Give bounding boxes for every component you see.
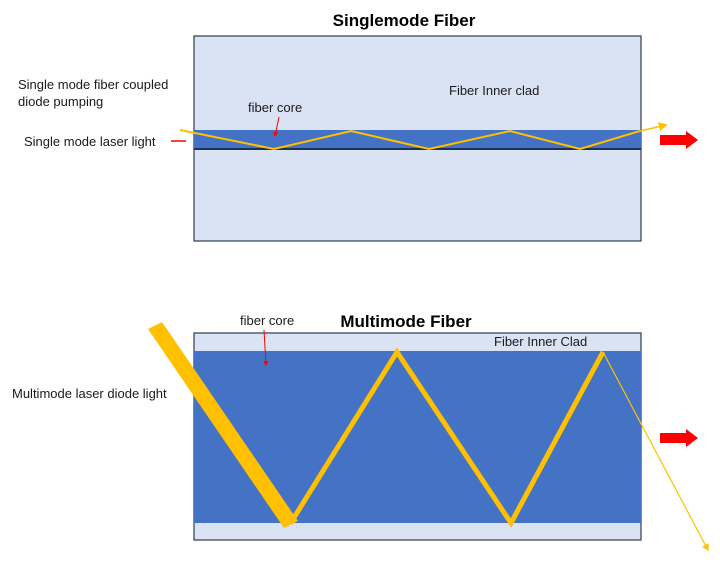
singlemode-output-arrow (660, 131, 698, 149)
multimode-fiber: Multimode Fiber fiber core Fiber Inner C… (12, 312, 709, 552)
multimode-core-pointer (263, 329, 269, 366)
singlemode-light-exit (639, 122, 668, 132)
multimode-core (194, 351, 641, 523)
multimode-clad-label: Fiber Inner Clad (494, 334, 587, 349)
singlemode-light-path (179, 129, 641, 151)
singlemode-core-pointer (273, 116, 280, 137)
singlemode-clad-label: Fiber Inner clad (449, 83, 539, 98)
multimode-title: Multimode Fiber (340, 312, 472, 331)
singlemode-laser-label: Single mode laser light (24, 134, 156, 149)
multimode-light-exit (602, 351, 709, 552)
pump-label-line2: diode pumping (18, 94, 103, 109)
pump-label-line1: Single mode fiber coupled (18, 77, 168, 92)
multimode-light-path (287, 347, 606, 528)
singlemode-title: Singlemode Fiber (333, 11, 476, 30)
multimode-output-arrow (660, 429, 698, 447)
singlemode-core-label: fiber core (248, 100, 302, 115)
singlemode-fiber: Singlemode Fiber Single mode fiber coupl… (18, 11, 698, 242)
multimode-core-label: fiber core (240, 313, 294, 328)
singlemode-core (194, 130, 641, 149)
multimode-laser-label: Multimode laser diode light (12, 386, 167, 401)
multimode-input-beam (148, 322, 298, 528)
